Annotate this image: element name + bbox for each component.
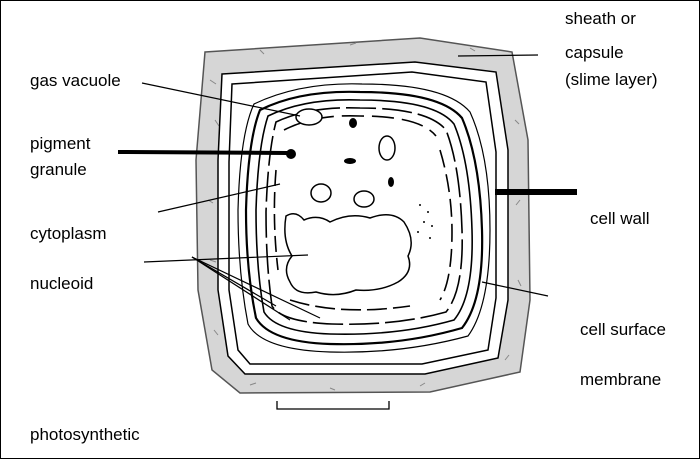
label-gas-vacuole: gas vacuole [30, 71, 121, 91]
label-cell-wall: cell wall [590, 209, 650, 229]
label-membrane: membrane [580, 370, 661, 390]
leader-pigment [118, 152, 288, 153]
label-nucleoid: nucleoid [30, 274, 93, 294]
nucleoid [285, 214, 411, 295]
label-slime-layer: (slime layer) [565, 70, 658, 90]
scale-bar [277, 401, 389, 409]
label-granule: granule [30, 160, 87, 180]
label-photosynthetic: photosynthetic [30, 425, 140, 445]
label-sheath: sheath or [565, 9, 636, 29]
label-cell-surface: cell surface [580, 320, 666, 340]
label-cytoplasm: cytoplasm [30, 224, 107, 244]
label-capsule: capsule [565, 43, 624, 63]
label-pigment: pigment [30, 134, 90, 154]
